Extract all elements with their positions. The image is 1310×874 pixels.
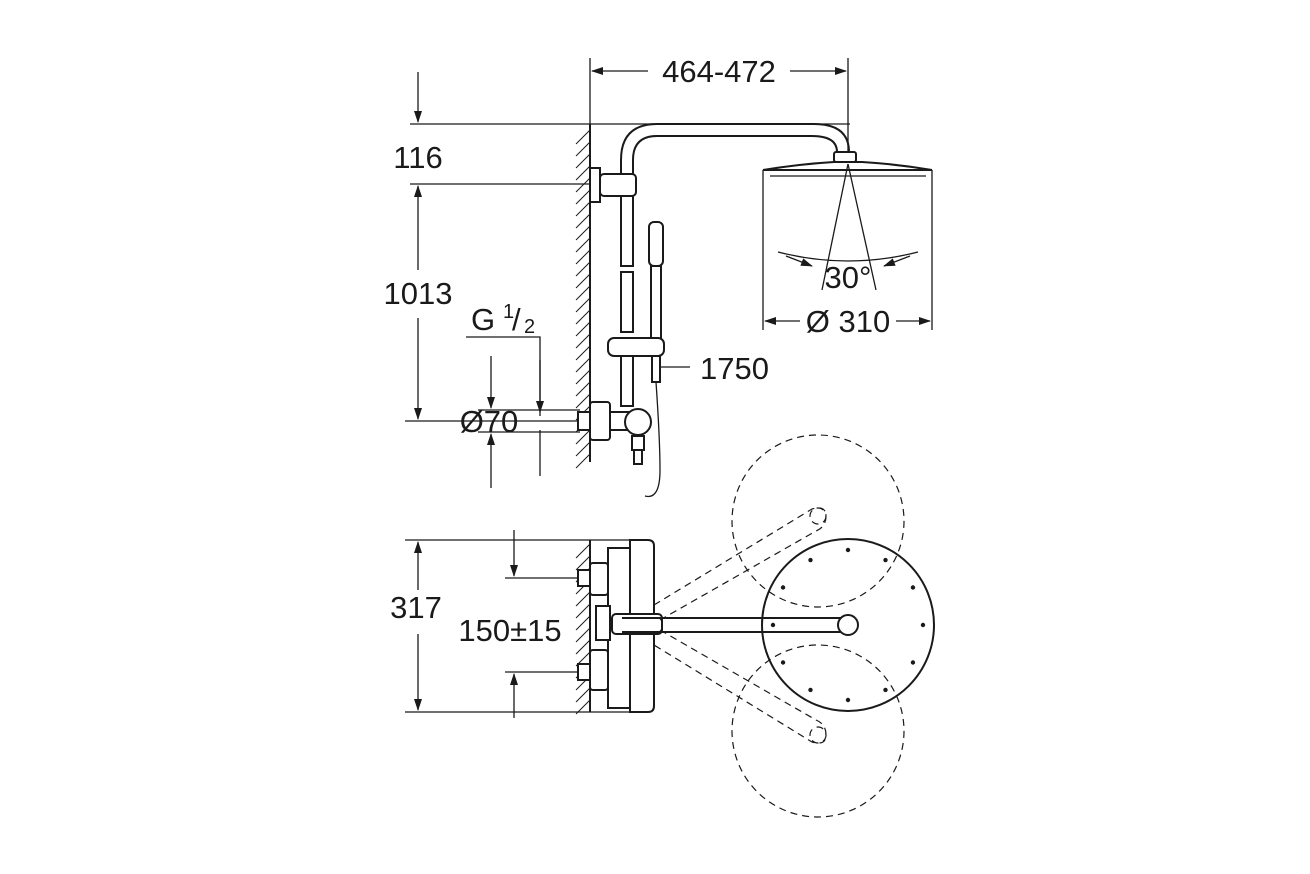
head-plan: [761, 538, 935, 712]
depth-label: 317: [390, 590, 442, 625]
thermostat-plan: [577, 539, 655, 713]
head-shower: [762, 151, 933, 330]
head-diameter-label: Ø 310: [806, 304, 890, 339]
hand-shower: [607, 221, 665, 498]
thread-numerator: 1: [503, 301, 514, 323]
thread-label: G: [471, 302, 495, 337]
inlet-centres-label: 150±15: [458, 613, 561, 648]
thread-slash: /: [512, 302, 521, 337]
thread-denominator: 2: [524, 316, 535, 338]
top-offset-label: 116: [393, 140, 442, 175]
top-view: 317 150±15: [390, 434, 935, 818]
body-diameter-label: Ø70: [460, 404, 519, 439]
outlet-height-label: 1013: [384, 276, 453, 311]
spray-angle-label: 30°: [825, 260, 872, 295]
thermostat-body: [577, 401, 652, 465]
swivel-positions: [653, 434, 905, 818]
side-view: 464-472 116 1013 G 1 / 2 Ø70: [384, 54, 933, 498]
arm-reach-label: 464-472: [662, 54, 776, 89]
arm-plan: [611, 613, 859, 636]
hose-length-label: 1750: [700, 351, 769, 386]
